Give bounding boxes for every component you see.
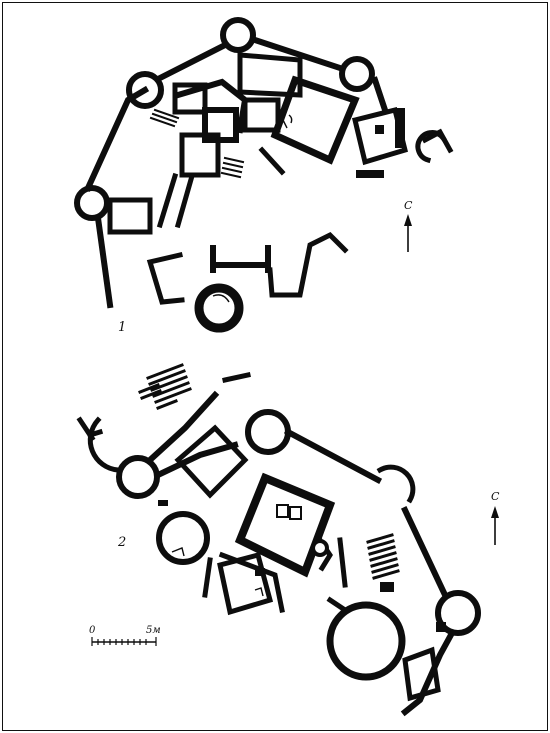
plan-2-stairs-north [138,363,192,410]
plan-1-curtain-walls [84,36,389,309]
plan-1-keep [270,75,360,165]
plan-1-rooms [107,52,409,235]
plan-2-towers [116,409,481,636]
plan-1: 1 [74,17,454,335]
plan-2-round-tower-large [326,601,406,681]
plan-2-niche-circle [311,539,329,557]
plan-2-room-door [254,587,264,597]
scale-bar-ticks [91,637,157,646]
plan-2-keep-interior [276,504,302,520]
plan-2-curtain-walls [145,390,457,717]
north-arrow-2-label: С [491,490,500,503]
north-arrow-2: С [491,490,500,545]
plan-1-wall-fragments [210,108,405,273]
plan-2-apse-tower [376,464,416,504]
plan-2-rooms [174,424,441,702]
plan-2-tower-niche [171,547,185,557]
scale-bar: 0 5м [89,625,161,646]
plan-1-stair-ramp [156,172,196,229]
plan-2-stairs-east [366,533,400,580]
plan-1-keep-detail [282,114,293,129]
plan-2-wall-fragments [158,500,446,632]
plan-1-label: 1 [118,320,126,335]
scale-bar-start-label: 0 [89,625,96,636]
plan-1-south-walls [146,128,454,305]
plan-2: 2 [76,363,481,717]
plan-1-towers [74,17,375,221]
scale-bar-end-label: 5м [146,625,161,636]
north-arrow-1-label: С [404,199,413,212]
plan-2-label: 2 [117,535,126,550]
plan-2-outer-walls [76,372,349,614]
north-arrow-1: С [404,199,413,252]
plan-1-apse [415,130,447,164]
plan-1-stairs [149,108,245,179]
plan-1-round-tower-south [194,283,244,333]
plan-2-keep [234,472,336,578]
plan-1-tower-niche [212,294,230,303]
plan-2-apse-west [87,416,121,473]
